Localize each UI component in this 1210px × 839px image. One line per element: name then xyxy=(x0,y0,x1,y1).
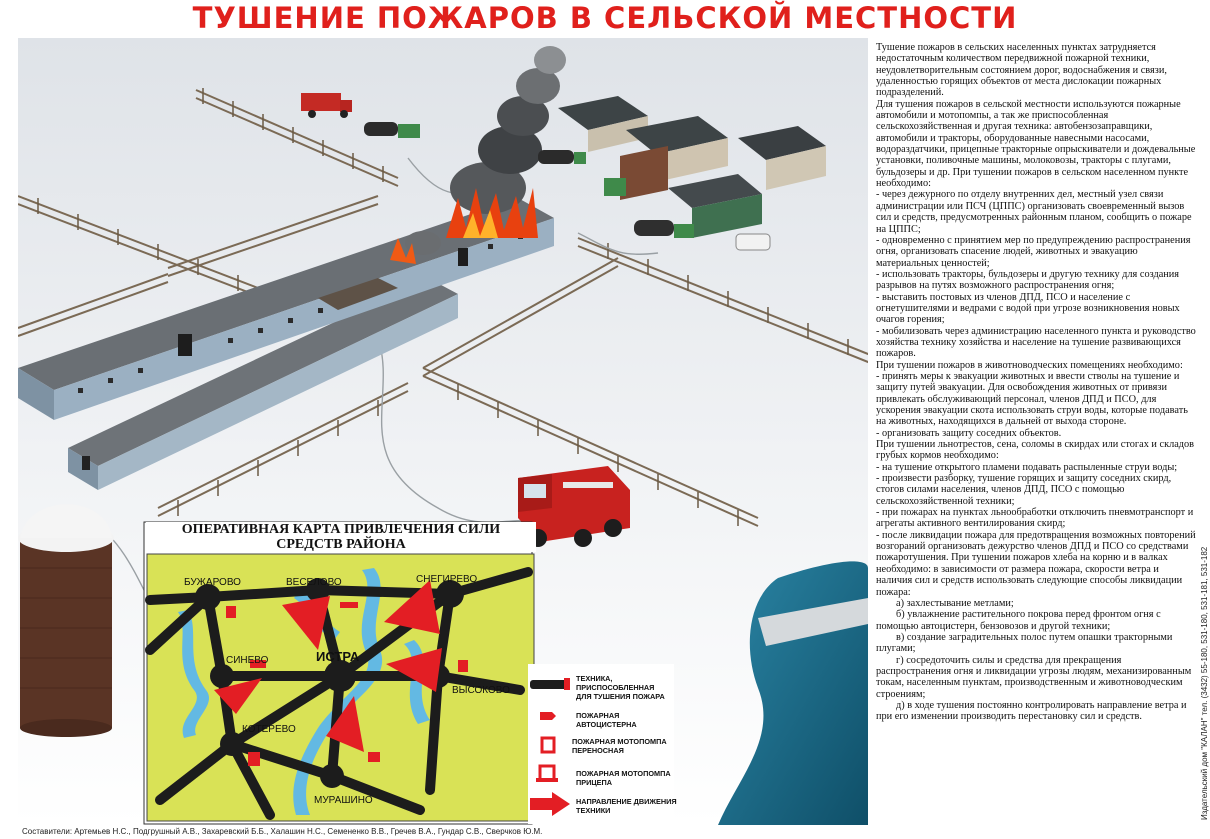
fire xyxy=(390,188,538,264)
legend-direction: НАПРАВЛЕНИЕ ДВИЖЕНИЯ ТЕХНИКИ xyxy=(530,792,677,816)
village-snegirevo-marker xyxy=(436,580,464,608)
text-livestock-evac: - принять меры к эвакуации животных и вв… xyxy=(876,370,1188,428)
instructions-text: Тушение пожаров в сельских населенных пу… xyxy=(876,42,1196,826)
legend-tech-l2: ПРИСПОСОБЛЕННАЯ xyxy=(576,683,654,692)
text-method-d: г) сосредоточить силы и средства для пре… xyxy=(876,654,1192,700)
text-flax: - при пожарах на пунктах льнообработки о… xyxy=(876,507,1194,530)
village-koterevo-marker xyxy=(220,732,244,756)
text-livestock-heading: При тушении пожаров в животноводческих п… xyxy=(876,359,1183,371)
label-snegirevo: СНЕГИРЕВО xyxy=(416,574,477,585)
legend-tanker-l1: ПОЖАРНАЯ xyxy=(576,711,619,720)
text-hay-heading: При тушении льнотрестов, сена, соломы в … xyxy=(876,439,1195,462)
label-murashino: МУРАШИНО xyxy=(314,795,373,806)
fences xyxy=(18,89,868,527)
text-equipment: Для тушения пожаров в сельской местности… xyxy=(876,98,1196,190)
label-vysokovo: ВЫСОКОВО xyxy=(452,685,510,696)
text-hay-spray: - на тушение открытого пламени подавать … xyxy=(876,461,1178,473)
poster-title: ТУШЕНИЕ ПОЖАРОВ В СЕЛЬСКОЙ МЕСТНОСТИ xyxy=(192,1,1018,35)
river xyxy=(718,561,868,825)
text-livestock-protect: - организовать защиту соседних объектов. xyxy=(876,427,1062,439)
text-item-call: - через дежурного по отделу внутренних д… xyxy=(876,189,1192,235)
legend-tech: ТЕХНИКА, ПРИСПОСОБЛЕННАЯ ДЛЯ ТУШЕНИЯ ПОЖ… xyxy=(530,674,665,701)
water-tower xyxy=(18,504,114,737)
text-item-mobilize: - мобилизовать через администрацию насел… xyxy=(876,325,1196,360)
village-sinevo-marker xyxy=(210,664,234,688)
legend-trailer-pump: ПОЖАРНАЯ МОТОПОМПА ПРИЦЕПА xyxy=(536,764,671,787)
legend-trailer-l2: ПРИЦЕПА xyxy=(576,778,613,787)
text-method-c: в) создание заградительных полос путем о… xyxy=(876,631,1173,655)
text-method-b: б) увлажнение растительного покрова пере… xyxy=(876,609,1161,632)
legend-tanker: ПОЖАРНАЯ АВТОЦИСТЕРНА xyxy=(540,711,637,729)
label-istra: ИСТРА xyxy=(316,649,360,664)
map-direction-arrows xyxy=(214,580,442,752)
legend-trailer-l1: ПОЖАРНАЯ МОТОПОМПА xyxy=(576,769,671,778)
legend-tech-l1: ТЕХНИКА, xyxy=(576,674,612,683)
village-murashino-marker xyxy=(320,764,344,788)
text-item-posts: - выставить постовых из членов ДПД, ПСО … xyxy=(876,291,1180,326)
label-buzharovo: БУЖАРОВО xyxy=(184,577,241,588)
map-title-line1: ОПЕРАТИВНАЯ КАРТА ПРИВЛЕЧЕНИЯ СИЛИ xyxy=(181,522,501,537)
text-item-rescue: - одновременно с принятием мер по предуп… xyxy=(876,234,1191,269)
text-intro: Тушение пожаров в сельских населенных пу… xyxy=(876,42,1167,99)
text-after: - после ликвидации пожара для предотвращ… xyxy=(876,529,1196,598)
legend-dir-l2: ТЕХНИКИ xyxy=(576,806,610,815)
text-method-a: а) захлестывание метлами; xyxy=(896,597,1014,609)
fence-posts xyxy=(37,88,849,526)
legend-tech-l3: ДЛЯ ТУШЕНИЯ ПОЖАРА xyxy=(576,692,665,701)
authors-credits: Составители: Артемьев Н.С., Подгрушный А… xyxy=(22,827,543,836)
text-hay-dismantle: - произвести разборку, тушение горящих и… xyxy=(876,473,1172,507)
label-veselovo: ВЕСЕЛОВО xyxy=(286,577,342,588)
legend-dir-l1: НАПРАВЛЕНИЕ ДВИЖЕНИЯ xyxy=(576,797,677,806)
map-legend: ТЕХНИКА, ПРИСПОСОБЛЕННАЯ ДЛЯ ТУШЕНИЯ ПОЖ… xyxy=(528,664,677,824)
map-title: ОПЕРАТИВНАЯ КАРТА ПРИВЛЕЧЕНИЯ СИЛИ СРЕДС… xyxy=(146,522,536,552)
legend-portable-pump: ПОЖАРНАЯ МОТОПОМПА ПЕРЕНОСНАЯ xyxy=(540,736,667,755)
village-veselovo-marker xyxy=(306,578,330,602)
village-buzharovo-marker xyxy=(195,584,221,610)
farm-fire-illustration xyxy=(18,38,868,825)
text-method-e: д) в ходе тушения постоянно контролирова… xyxy=(876,699,1187,723)
map-equipment-icons xyxy=(226,602,468,766)
legend-tanker-l2: АВТОЦИСТЕРНА xyxy=(576,720,637,729)
legend-portable-l1: ПОЖАРНАЯ МОТОПОМПА xyxy=(572,737,667,746)
farm-buildings xyxy=(558,96,826,238)
map-title-line2: СРЕДСТВ РАЙОНА xyxy=(276,537,406,552)
legend-portable-l2: ПЕРЕНОСНАЯ xyxy=(572,746,624,755)
village-istra-marker xyxy=(324,660,356,692)
text-item-breaks: - использовать тракторы, бульдозеры и др… xyxy=(876,268,1180,292)
publisher-info: Издательский дом "КАЛАН" тел. (3432) 55-… xyxy=(1200,546,1209,820)
barn-front xyxy=(68,278,458,490)
label-koterevo: КОТЕРЕВО xyxy=(242,724,296,735)
smoke-plume xyxy=(405,46,566,255)
map-villages xyxy=(195,578,464,788)
vehicles-background xyxy=(301,93,771,251)
label-sinevo: СИНЕВО xyxy=(226,655,269,666)
